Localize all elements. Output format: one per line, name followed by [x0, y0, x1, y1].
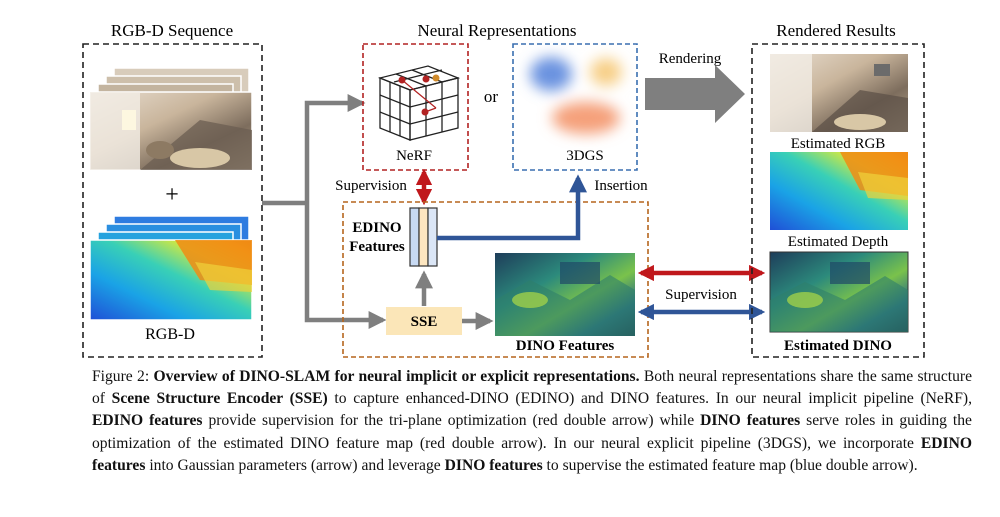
caption-text: provide supervision for the tri-plane op… [208, 412, 695, 430]
caption-dino-term: DINO features [700, 412, 801, 430]
edino-label-line1: EDINO [352, 220, 401, 236]
caption-text: to supervise the estimated feature map (… [546, 456, 918, 474]
estimated-dino-image [769, 251, 909, 333]
nerf-label: NeRF [396, 148, 432, 164]
edino-feature-vector [409, 207, 438, 267]
caption-edino-term: EDINO features [92, 412, 203, 430]
nerf-grid-icon [377, 65, 461, 141]
gs3d-label: 3DGS [566, 148, 604, 164]
rendering-arrow [645, 65, 745, 123]
rgbd-sequence-heading: RGB-D Sequence [111, 21, 233, 40]
plus-sign: + [165, 182, 179, 208]
estimated-dino-label: Estimated DINO [784, 338, 892, 354]
dino-features-label: DINO Features [516, 338, 615, 354]
caption-dino-term: DINO features [444, 456, 543, 474]
sse-block [386, 307, 462, 335]
overview-diagram: RGB-D Sequence + RGB-D Neural Representa… [82, 21, 925, 358]
estimated-depth-image [770, 152, 908, 230]
scene-structure-encoder-box [342, 201, 649, 358]
caption-text: serve roles in guiding the optimization … [92, 412, 972, 452]
caption-text: into Gaussian parameters (arrow) and lev… [149, 456, 441, 474]
rendered-results-heading: Rendered Results [776, 21, 895, 40]
nerf-sample-point [432, 74, 440, 82]
edino-insertion-arrow [437, 174, 587, 241]
rendering-label: Rendering [659, 51, 722, 67]
nerf-sample-point [421, 108, 429, 116]
rgbd-sequence-box [82, 43, 263, 358]
estimated-depth-label: Estimated Depth [788, 234, 889, 250]
caption-edino-term: EDINO features [92, 434, 972, 474]
neural-representations-heading: Neural Representations [417, 21, 576, 40]
depth-image-stack [89, 215, 253, 321]
supervision-top-label: Supervision [335, 178, 407, 194]
caption-text: Both neural representations share the sa… [92, 368, 972, 408]
estimated-rgb-image [770, 54, 908, 132]
input-connector-arrows [262, 94, 387, 329]
or-label: or [484, 87, 499, 106]
caption-text: to capture enhanced-DINO (EDINO) and DIN… [334, 390, 973, 408]
supervision-right-label: Supervision [665, 287, 737, 303]
dino-feature-map [495, 253, 635, 336]
caption-title: Overview of DINO-SLAM for neural implici… [153, 368, 640, 385]
rgb-image-stack [89, 67, 253, 171]
gaussian-splats-icon [530, 57, 622, 134]
nerf-box [362, 43, 469, 171]
gs3d-box [512, 43, 638, 171]
caption-sse-term: Scene Structure Encoder (SSE) [111, 390, 328, 408]
insertion-label: Insertion [594, 178, 648, 194]
sse-label: SSE [411, 314, 438, 330]
nerf-sample-point [422, 75, 430, 83]
figure-caption: Figure 2: Overview of DINO-SLAM for neur… [92, 366, 972, 477]
estimated-rgb-label: Estimated RGB [791, 136, 886, 152]
caption-figure-label: Figure 2: [92, 368, 150, 385]
nerf-sample-point [398, 76, 406, 84]
edino-label-line2: Features [349, 239, 405, 255]
rendered-results-box [751, 43, 925, 358]
rgbd-label: RGB-D [145, 326, 195, 343]
